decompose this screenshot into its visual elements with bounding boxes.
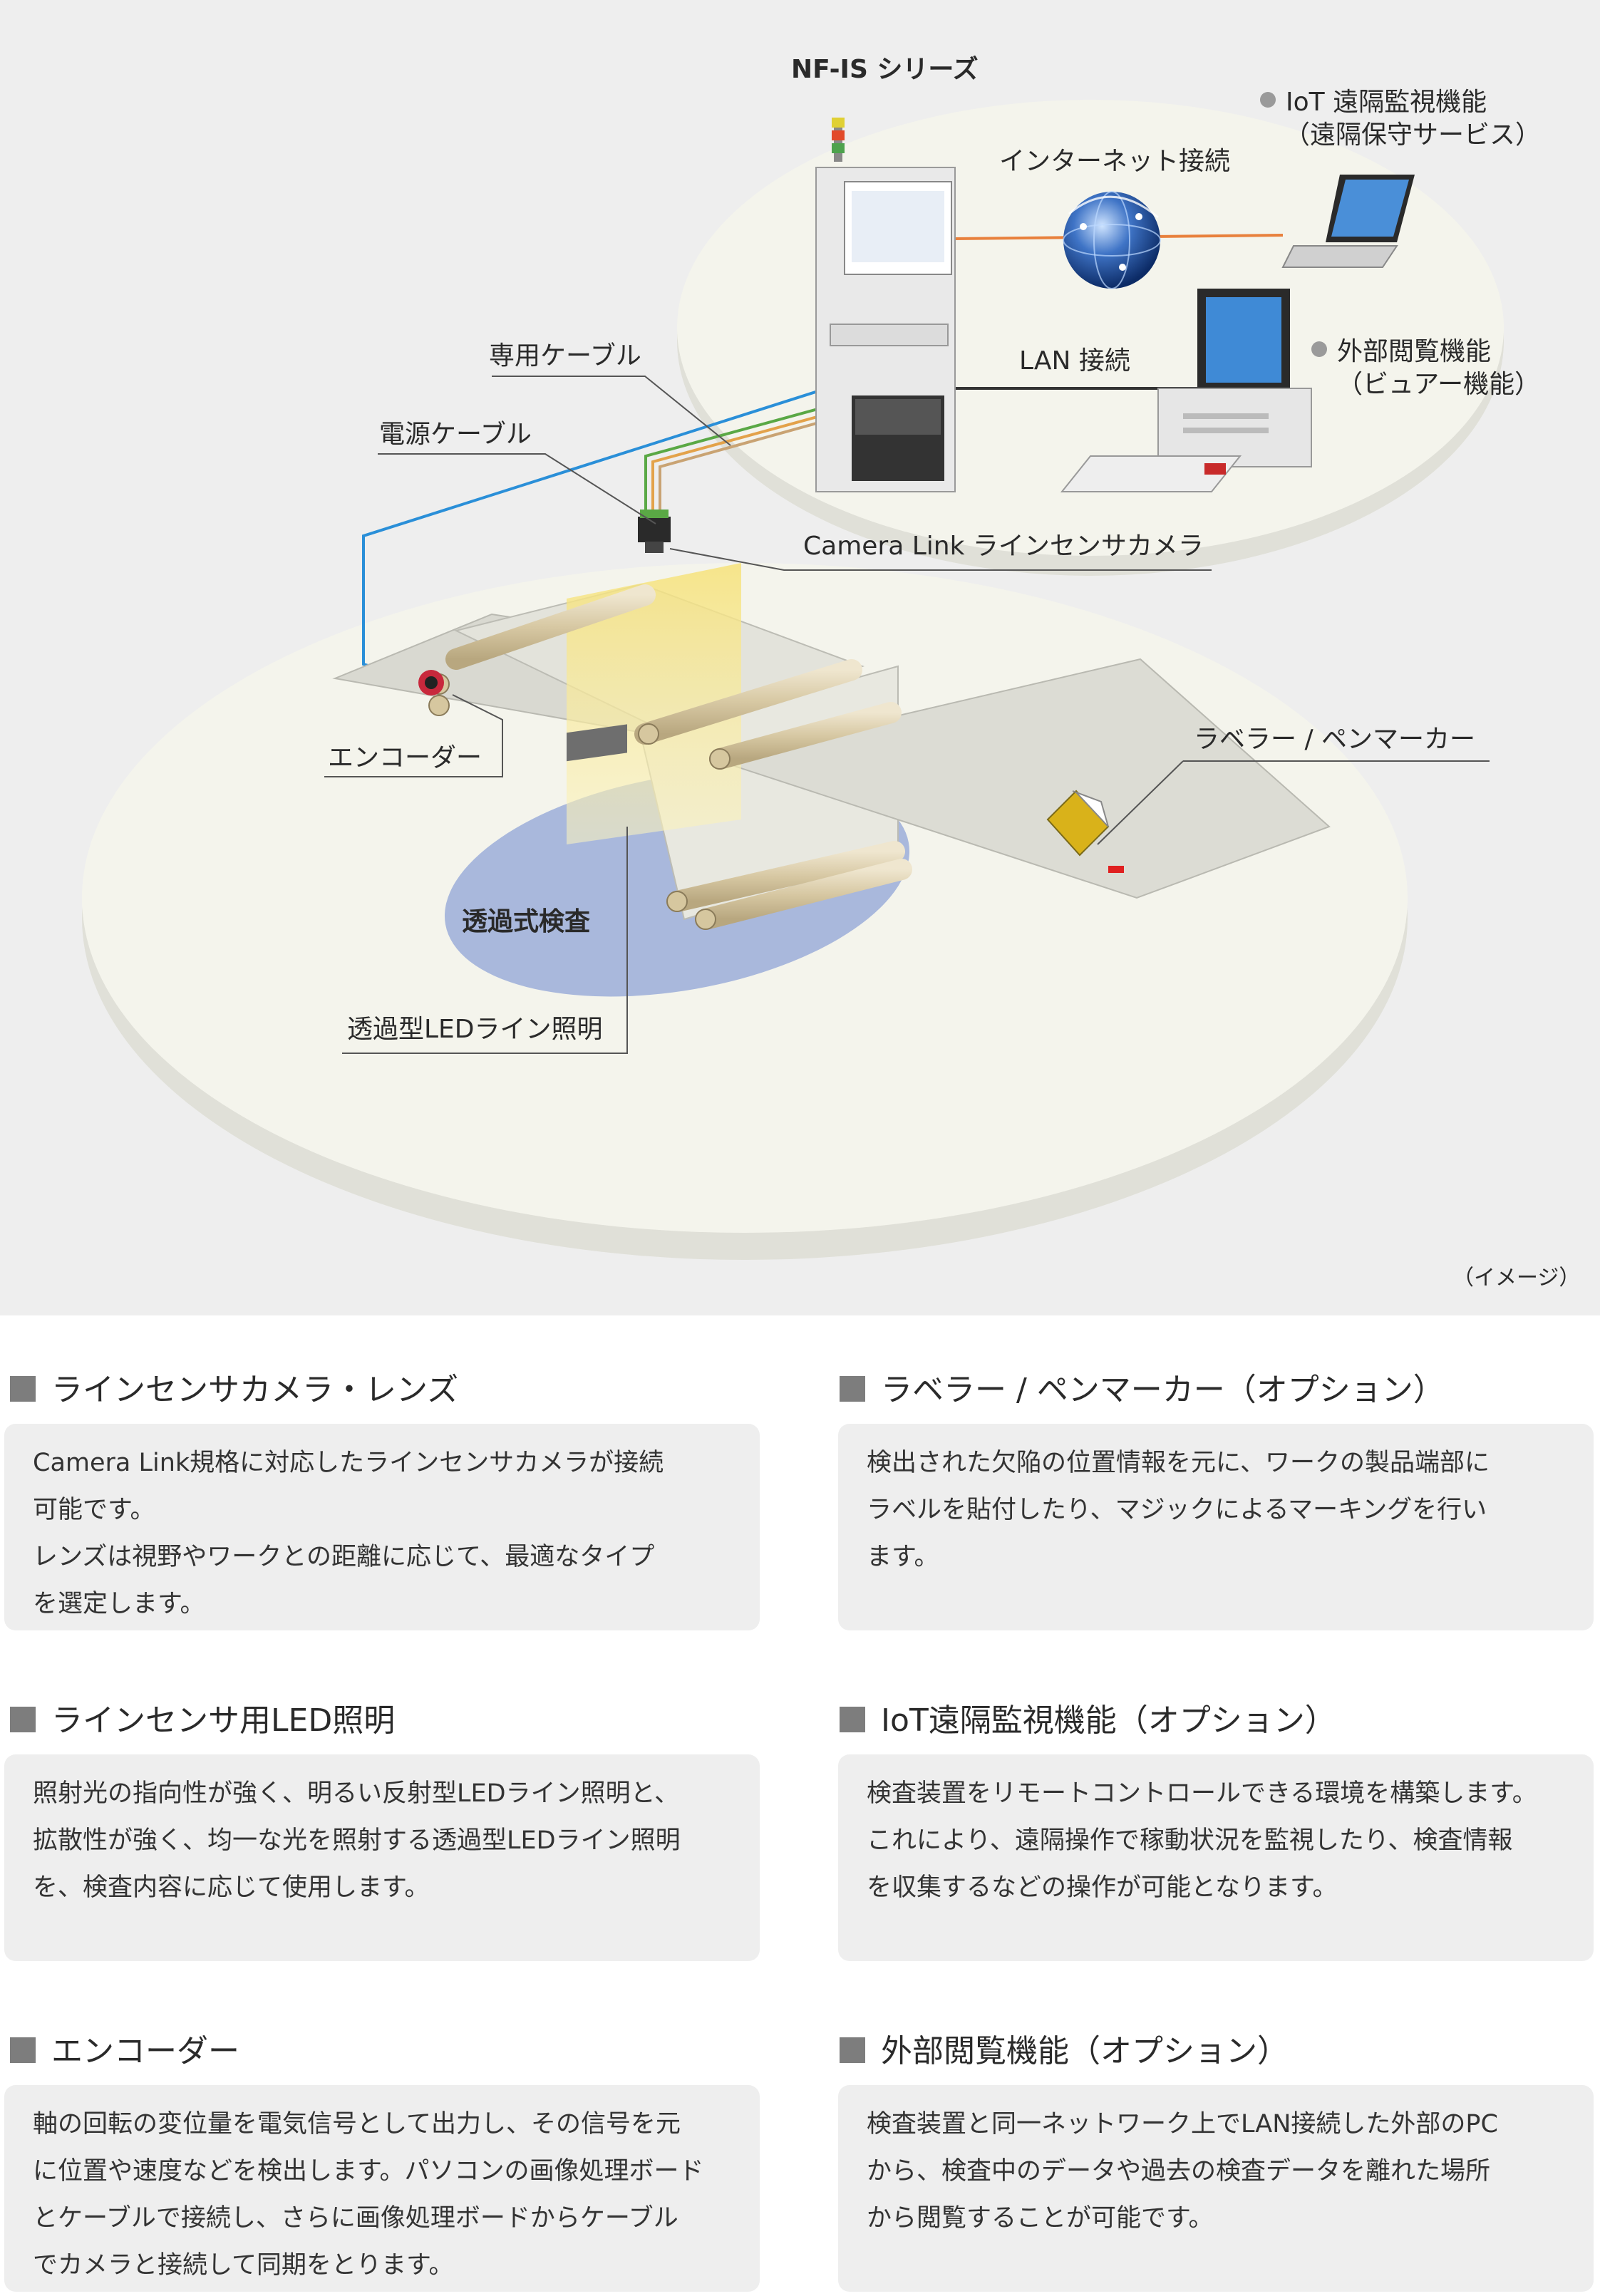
card-line: 検査装置と同一ネットワーク上でLAN接続した外部のPC — [867, 2110, 1498, 2139]
section-card-labeler: 検出された欠陥の位置情報を元に、ワークの製品端部に ラベルを貼付したり、マジック… — [838, 1424, 1594, 1630]
card-line: 軸の回転の変位量を電気信号として出力し、その信号を元 — [33, 2110, 681, 2139]
card-line: を収集するなどの操作が可能となります。 — [867, 1873, 1338, 1902]
card-line: Camera Link規格に対応したラインセンサカメラが接続 — [33, 1449, 664, 1477]
section-card-camera: Camera Link規格に対応したラインセンサカメラが接続 可能です。 レンズ… — [4, 1424, 760, 1630]
leader-labeler-diag — [1097, 760, 1184, 845]
labeler-device — [1046, 790, 1124, 873]
card-line: 拡散性が強く、均一な光を照射する透過型LEDライン照明 — [33, 1826, 681, 1855]
section-title-external: 外部閲覧機能（オプション） — [840, 2032, 1289, 2071]
leader-led — [342, 827, 628, 1054]
card-line: ます。 — [867, 1543, 939, 1571]
dedicated-cable-label: 専用ケーブル — [489, 341, 641, 371]
leader-dedicated — [492, 376, 731, 446]
green-cable — [644, 405, 829, 513]
card-line: とケーブルで接続し、さらに画像処理ボードからケーブル — [33, 2204, 678, 2233]
power-cable-label: 電源ケーブル — [379, 420, 532, 449]
labeler-label: ラベラー / ペンマーカー — [1194, 725, 1476, 754]
system-diagram: NF-IS シリーズ インターネット接続 LAN 接続 IoT 遠隔監視機能 （… — [0, 0, 1600, 1315]
square-bullet-icon — [10, 1376, 36, 1402]
card-line: レンズは視野やワークとの距離に応じて、最適なタイプ — [33, 1543, 655, 1571]
camera-label: Camera Link ラインセンサカメラ — [803, 532, 1204, 561]
section-title-camera: ラインセンサカメラ・レンズ — [10, 1371, 458, 1410]
square-bullet-icon — [10, 1707, 36, 1732]
section-title-iot: IoT遠隔監視機能（オプション） — [840, 1702, 1336, 1740]
card-line: に位置や速度などを検出します。パソコンの画像処理ボード — [33, 2157, 704, 2186]
rollers — [428, 584, 912, 930]
led-beam — [567, 563, 741, 844]
system-title: NF-IS シリーズ — [791, 55, 979, 84]
inspection-cabinet — [815, 118, 956, 492]
bullet-icon — [1260, 92, 1276, 108]
camera-device — [638, 510, 671, 553]
section-title-labeler: ラベラー / ペンマーカー（オプション） — [840, 1371, 1445, 1410]
square-bullet-icon — [840, 1376, 865, 1402]
bullet-icon — [1311, 341, 1327, 357]
section-card-led: 照射光の指向性が強く、明るい反射型LEDライン照明と、 拡散性が強く、均一な光を… — [4, 1754, 760, 1961]
card-line: これにより、遠隔操作で稼動状況を監視したり、検査情報 — [867, 1826, 1513, 1855]
iot-label: IoT 遠隔監視機能 — [1260, 87, 1487, 118]
section-title-encoder: エンコーダー — [10, 2032, 239, 2071]
card-line: ラベルを貼付したり、マジックによるマーキングを行い — [867, 1496, 1487, 1524]
ext-sublabel: （ビュアー機能） — [1337, 370, 1541, 399]
section-title-led: ラインセンサ用LED照明 — [10, 1702, 395, 1740]
web-right — [710, 658, 1331, 899]
encoder-label: エンコーダー — [328, 743, 482, 772]
leader-power — [378, 453, 656, 524]
square-bullet-icon — [10, 2037, 36, 2063]
square-bullet-icon — [840, 1707, 865, 1732]
section-card-encoder: 軸の回転の変位量を電気信号として出力し、その信号を元 に位置や速度などを検出しま… — [4, 2085, 760, 2292]
globe-icon — [1063, 191, 1161, 289]
inspection-label: 透過式検査 — [462, 907, 591, 936]
leader-camera — [669, 548, 1212, 571]
square-bullet-icon — [840, 2037, 865, 2063]
tan-cable — [659, 419, 827, 513]
led-bar — [567, 724, 627, 762]
iot-sublabel: （遠隔保守サービス） — [1284, 120, 1542, 150]
section-card-iot: 検査装置をリモートコントロールできる環境を構築します。 これにより、遠隔操作で稼… — [838, 1754, 1594, 1961]
image-note: （イメージ） — [1452, 1266, 1581, 1291]
laptop-icon — [1281, 175, 1415, 268]
led-label: 透過型LEDライン照明 — [347, 1015, 603, 1044]
card-line: 検査装置をリモートコントロールできる環境を構築します。 — [867, 1779, 1537, 1808]
orange-cable — [651, 412, 831, 513]
card-line: 検出された欠陥の位置情報を元に、ワークの製品端部に — [867, 1449, 1490, 1477]
card-line: から、検査中のデータや過去の検査データを離れた場所 — [867, 2157, 1491, 2186]
card-line: 可能です。 — [33, 1496, 155, 1524]
card-line: を、検査内容に応じて使用します。 — [33, 1873, 430, 1902]
internet-label: インターネット接続 — [999, 147, 1231, 176]
card-line: でカメラと接続して同期をとります。 — [33, 2251, 454, 2280]
desktop-pc-icon — [1060, 289, 1312, 492]
leader-encoder — [324, 694, 503, 777]
diagram-illustration — [82, 105, 1504, 1260]
ext-label: 外部閲覧機能 — [1311, 336, 1491, 368]
card-line: から閲覧することが可能です。 — [867, 2204, 1214, 2233]
encoder-device — [418, 670, 444, 695]
section-card-external: 検査装置と同一ネットワーク上でLAN接続した外部のPC から、検査中のデータや過… — [838, 2085, 1594, 2292]
card-line: を選定します。 — [33, 1590, 205, 1618]
card-line: 照射光の指向性が強く、明るい反射型LEDライン照明と、 — [33, 1779, 680, 1808]
lan-label: LAN 接続 — [1019, 346, 1130, 376]
